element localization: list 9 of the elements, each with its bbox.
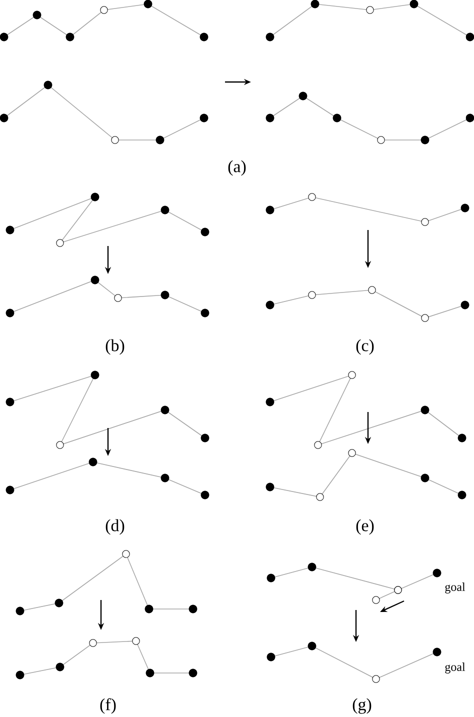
goal-label: goal — [445, 582, 466, 594]
panel-label: (g) — [352, 698, 372, 714]
panel-label: (a) — [228, 160, 246, 176]
panel-label: (d) — [106, 519, 124, 535]
goal-label: goal — [445, 662, 466, 674]
panel-label: (b) — [106, 339, 124, 355]
panel-label: (c) — [356, 339, 374, 355]
panel-label: (e) — [356, 519, 374, 535]
panel-label: (f) — [100, 698, 116, 714]
